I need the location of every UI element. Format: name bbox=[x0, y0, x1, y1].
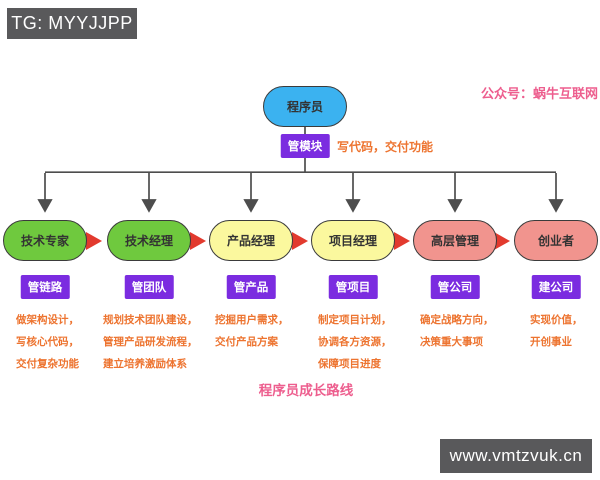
stage-node: 技术专家 bbox=[3, 220, 87, 261]
stage-tag: 管链路 bbox=[20, 275, 70, 299]
stage-description: 做架构设计， 写核心代码， 交付复杂功能 bbox=[16, 314, 79, 370]
stage-node: 创业者 bbox=[514, 220, 598, 261]
root-tag: 管模块 bbox=[280, 134, 330, 158]
stage-tag: 管团队 bbox=[124, 275, 174, 299]
stage-description: 实现价值， 开创事业 bbox=[530, 314, 583, 348]
stage-column-senior-management: 高层管理 管公司 确定战略方向， 决策重大事项 bbox=[413, 220, 497, 380]
stage-tag: 管公司 bbox=[430, 275, 480, 299]
telegram-watermark: TG: MYYJJPP bbox=[7, 8, 137, 39]
stage-tag: 管产品 bbox=[226, 275, 276, 299]
stage-tag: 管项目 bbox=[328, 275, 378, 299]
stage-column-founder: 创业者 建公司 实现价值， 开创事业 bbox=[514, 220, 598, 380]
stage-node: 技术经理 bbox=[107, 220, 191, 261]
stage-column-project-manager: 项目经理 管项目 制定项目计划， 协调各方资源， 保障项目进度 bbox=[311, 220, 395, 380]
stage-node: 产品经理 bbox=[209, 220, 293, 261]
stage-description: 挖掘用户需求， 交付产品方案 bbox=[215, 314, 289, 348]
root-node-programmer: 程序员 bbox=[263, 86, 347, 127]
stage-column-tech-manager: 技术经理 管团队 规划技术团队建设， 管理产品研发流程， 建立培养激励体系 bbox=[103, 220, 198, 380]
stage-tag: 建公司 bbox=[531, 275, 581, 299]
stage-node: 项目经理 bbox=[311, 220, 395, 261]
stage-description: 制定项目计划， 协调各方资源， 保障项目进度 bbox=[318, 314, 392, 370]
stage-description: 确定战略方向， 决策重大事项 bbox=[420, 314, 494, 348]
stage-column-product-manager: 产品经理 管产品 挖掘用户需求， 交付产品方案 bbox=[209, 220, 293, 380]
diagram-title: 程序员成长路线 bbox=[258, 383, 354, 398]
wechat-account-label: 公众号：蜗牛互联网 bbox=[480, 86, 598, 101]
stage-node: 高层管理 bbox=[413, 220, 497, 261]
root-note: 写代码，交付功能 bbox=[337, 140, 434, 154]
website-watermark: www.vmtzvuk.cn bbox=[440, 439, 592, 473]
stage-description: 规划技术团队建设， 管理产品研发流程， 建立培养激励体系 bbox=[103, 314, 198, 370]
stage-column-tech-expert: 技术专家 管链路 做架构设计， 写核心代码， 交付复杂功能 bbox=[3, 220, 87, 380]
